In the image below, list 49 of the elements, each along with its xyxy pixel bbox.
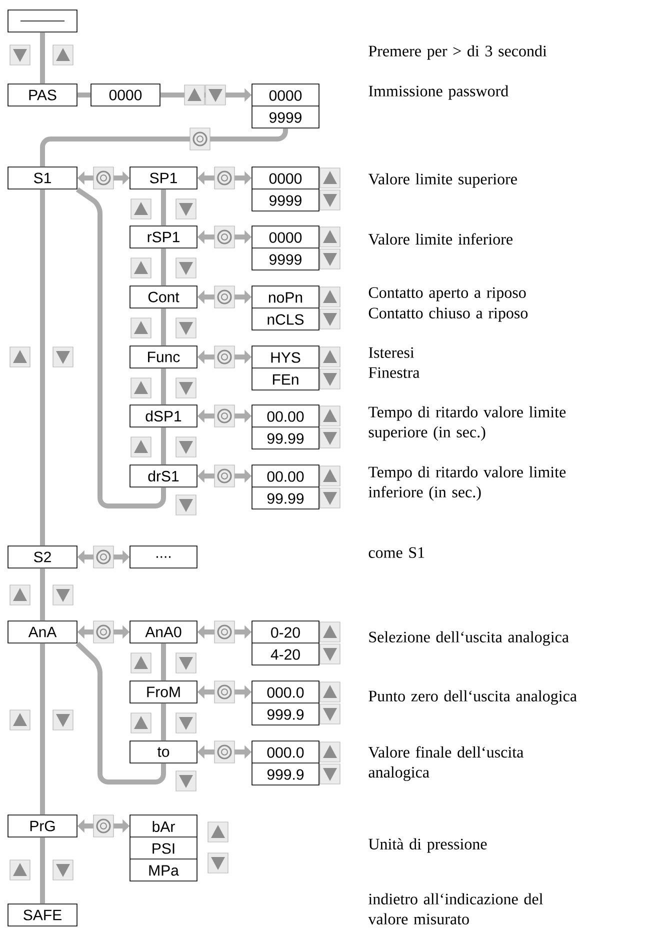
display-box: Cont [130, 286, 198, 308]
display-box: drS1 [130, 464, 198, 488]
display-box: AnA0 [130, 620, 198, 644]
display-box: SP1 [130, 166, 198, 190]
note-text: Contatto aperto a riposo [368, 287, 526, 302]
display-box: FroM [130, 680, 198, 704]
display-box: PrG [8, 814, 78, 838]
value-display: 0000 9999 [252, 226, 320, 270]
note-text: come S1 [368, 547, 424, 558]
value-display: 0000 9999 [252, 84, 320, 128]
value-display: bAr PSI MPa [130, 814, 198, 882]
display-box: Func [130, 346, 198, 368]
value-display: 000.0 999.9 [252, 680, 320, 726]
note-text: Immissione password [368, 85, 508, 100]
display-box: S1 [8, 166, 78, 190]
connector [40, 643, 45, 815]
display-box: 0000 [90, 84, 160, 106]
display-box: SAFE [8, 904, 78, 926]
value-display: noPn nCLS [252, 286, 320, 330]
display-box: S2 [8, 546, 78, 568]
connector [40, 128, 288, 167]
display-box: rSP1 [130, 226, 198, 248]
note-text: Selezione dell‘uscita analogica [369, 631, 569, 646]
note-text: indietro all‘indicazione del valore misurato [368, 893, 543, 924]
connector [77, 92, 91, 98]
display-box: .... [130, 546, 198, 568]
value-display: HYS FEn [252, 346, 320, 390]
value-display: 0000 9999 [252, 166, 320, 212]
display-box: PAS [8, 84, 78, 106]
display-box: to [130, 740, 198, 764]
note-text: Unità di pressione [368, 838, 487, 853]
note-text: Finestra [368, 367, 420, 378]
note-text: Valore limite superiore [368, 173, 517, 188]
display-box [8, 10, 78, 32]
connector [40, 189, 45, 546]
note-text: Contatto chiuso a riposo [368, 307, 528, 322]
note-text: Tempo di ritardo valore limite inferiore (in sec.) [368, 466, 566, 501]
value-display: 000.0 999.9 [252, 740, 320, 786]
note-text: Isteresi [368, 347, 414, 358]
note-text: Punto zero dell‘uscita analogica [368, 690, 577, 705]
value-display: 00.00 99.99 [252, 404, 320, 450]
value-display: 0-20 4-20 [252, 620, 320, 666]
note-text: Valore limite inferiore [368, 233, 512, 245]
note-text: Valore finale dell‘uscita analogica [368, 746, 524, 781]
value-display: 00.00 99.99 [252, 464, 320, 510]
note-text: Premere per > di 3 secondi [368, 45, 547, 60]
display-box: AnA [8, 620, 78, 644]
note-text: Tempo di ritardo valore limite superiore (in sec.) [368, 406, 566, 441]
display-box: dSP1 [130, 404, 198, 428]
